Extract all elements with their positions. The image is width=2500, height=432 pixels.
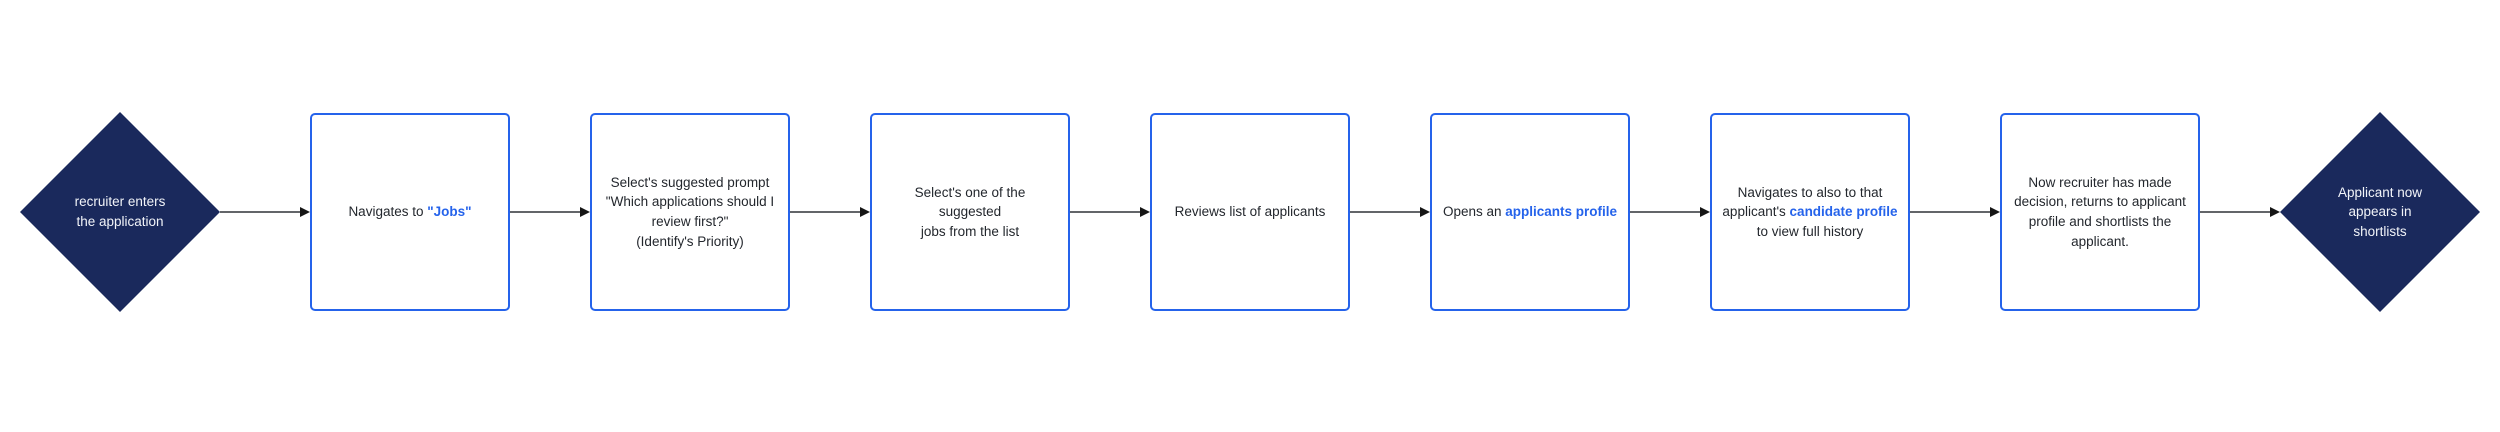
- step-navigates-jobs[interactable]: Navigates to "Jobs": [310, 113, 510, 311]
- step-select-job[interactable]: Select's one of the suggested jobs from …: [870, 113, 1070, 311]
- arrow-shaft: [510, 211, 580, 213]
- arrow-shaft: [2200, 211, 2270, 213]
- end-node-label: Applicant now appears in shortlists: [2280, 112, 2480, 312]
- step-label: Now recruiter has made decision, returns…: [2014, 173, 2186, 251]
- step-suggested-prompt[interactable]: Select's suggested prompt "Which applica…: [590, 113, 790, 311]
- label-line: Select's one of the suggested: [914, 184, 1026, 220]
- arrow-head-icon: [300, 207, 310, 217]
- label-line: jobs from the list: [920, 223, 1020, 239]
- arrow-head-icon: [860, 207, 870, 217]
- label-highlight: candidate profile: [1789, 204, 1898, 220]
- arrow-shaft: [220, 211, 300, 213]
- flow-arrow: [220, 112, 310, 312]
- step-label: Select's one of the suggested jobs from …: [882, 183, 1058, 242]
- label-line: decision, returns to applicant: [2014, 194, 2186, 210]
- flow-arrow: [1070, 112, 1150, 312]
- flow-arrow: [1630, 112, 1710, 312]
- arrow-shaft: [1630, 211, 1700, 213]
- arrow-head-icon: [2270, 207, 2280, 217]
- end-node[interactable]: Applicant now appears in shortlists: [2280, 112, 2480, 312]
- label-line: Select's suggested prompt: [610, 174, 770, 190]
- flow-arrow: [790, 112, 870, 312]
- step-shortlist-applicant[interactable]: Now recruiter has made decision, returns…: [2000, 113, 2200, 311]
- label-line: the application: [76, 214, 164, 229]
- label-text: Reviews list of applicants: [1174, 204, 1326, 220]
- label-line: appears in: [2348, 204, 2412, 220]
- step-label: Navigates to "Jobs": [348, 202, 471, 222]
- step-label: Opens an applicants profile: [1443, 202, 1617, 222]
- step-candidate-profile[interactable]: Navigates to also to that applicant's ca…: [1710, 113, 1910, 311]
- label-line: review first?": [651, 214, 729, 229]
- flow-arrow: [1350, 112, 1430, 312]
- label-line: applicant.: [2071, 233, 2129, 249]
- step-open-applicant-profile[interactable]: Opens an applicants profile: [1430, 113, 1630, 311]
- arrow-head-icon: [580, 207, 590, 217]
- flow-arrow: [2200, 112, 2280, 312]
- arrow-head-icon: [1700, 207, 1710, 217]
- label-line: "Which applications should I: [605, 194, 775, 210]
- label-text: Navigates to: [348, 204, 428, 220]
- label-line: profile and shortlists the: [2028, 214, 2172, 229]
- step-review-applicants[interactable]: Reviews list of applicants: [1150, 113, 1350, 311]
- flow-row: recruiter enters the application Navigat…: [20, 112, 2480, 312]
- label-text: Opens an: [1442, 204, 1506, 220]
- start-node[interactable]: recruiter enters the application: [20, 112, 220, 312]
- step-label: Navigates to also to that applicant's ca…: [1722, 183, 1897, 242]
- arrow-shaft: [1350, 211, 1420, 213]
- flow-arrow: [1910, 112, 2000, 312]
- label-line: Navigates to also to that: [1737, 184, 1883, 200]
- arrow-shaft: [790, 211, 860, 213]
- label-line: shortlists: [2353, 223, 2407, 239]
- label-text: applicant's: [1722, 204, 1790, 220]
- label-line: (Identify's Priority): [636, 233, 744, 249]
- arrow-head-icon: [1140, 207, 1150, 217]
- start-node-label: recruiter enters the application: [20, 112, 220, 312]
- arrow-shaft: [1910, 211, 1990, 213]
- label-highlight: "Jobs": [427, 204, 472, 220]
- label-line: to view full history: [1756, 223, 1864, 239]
- arrow-shaft: [1070, 211, 1140, 213]
- arrow-head-icon: [1420, 207, 1430, 217]
- arrow-head-icon: [1990, 207, 2000, 217]
- label-line: recruiter enters: [74, 194, 166, 210]
- label-line: applicant's candidate profile: [1722, 202, 1897, 222]
- flow-arrow: [510, 112, 590, 312]
- label-highlight: applicants profile: [1505, 204, 1618, 220]
- step-label: Reviews list of applicants: [1175, 202, 1326, 222]
- step-label: Select's suggested prompt "Which applica…: [606, 173, 774, 251]
- label-line: Now recruiter has made: [2028, 174, 2172, 190]
- label-line: Applicant now: [2337, 184, 2423, 200]
